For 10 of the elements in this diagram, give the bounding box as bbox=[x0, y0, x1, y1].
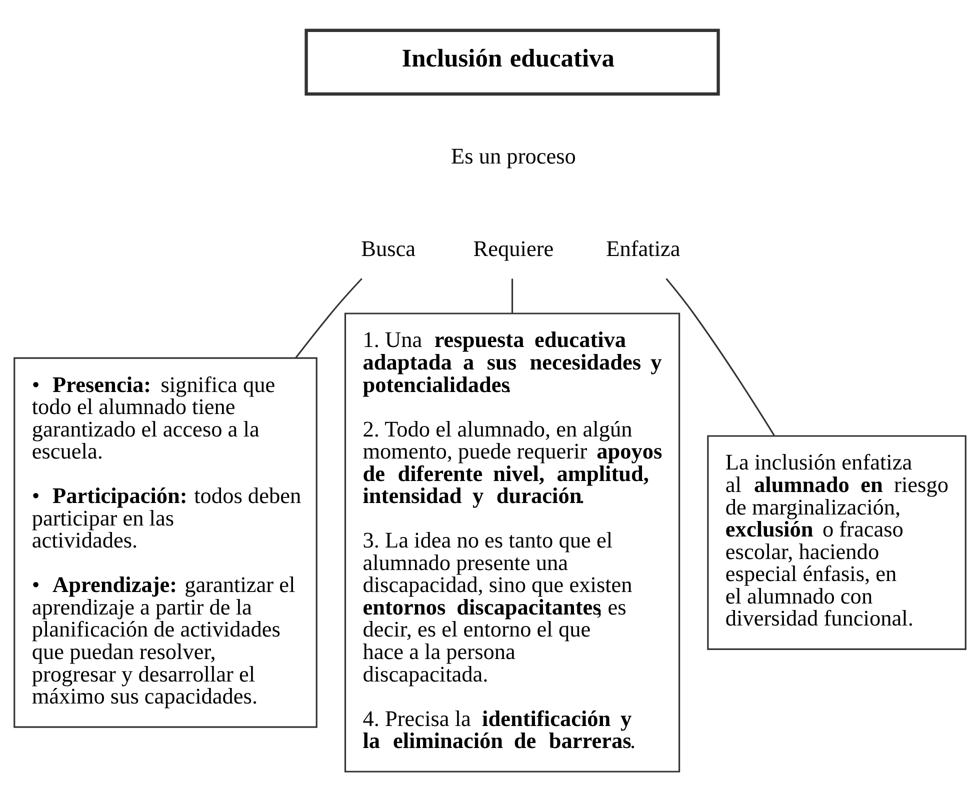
node-box: Inclusión educativa bbox=[304, 28, 720, 96]
connector bbox=[511, 278, 514, 313]
connector bbox=[295, 278, 362, 358]
node-box: La inclusión enfatiza al alumnado en riesgo de marginalización, exclusión o fracaso escolar, haciendo especial énfasis, en el alumnado con diversidad funcional. bbox=[707, 435, 966, 650]
node-text: Busca bbox=[361, 236, 416, 261]
node-text: Requiere bbox=[473, 236, 554, 261]
node-text: Es un proceso bbox=[451, 144, 576, 169]
connector bbox=[666, 278, 775, 436]
node-text: Enfatiza bbox=[606, 236, 680, 261]
node-box: • Presencia: significa que todo el alumnado tiene garantizado el acceso a la escuela. • Participación: todos deben participar en las actividades. • Aprendizaje: garantizar el aprendizaje a partir de la planificación de actividades que puedan resolver, progresar y desarrollar el máximo sus capacidades. bbox=[14, 357, 318, 728]
